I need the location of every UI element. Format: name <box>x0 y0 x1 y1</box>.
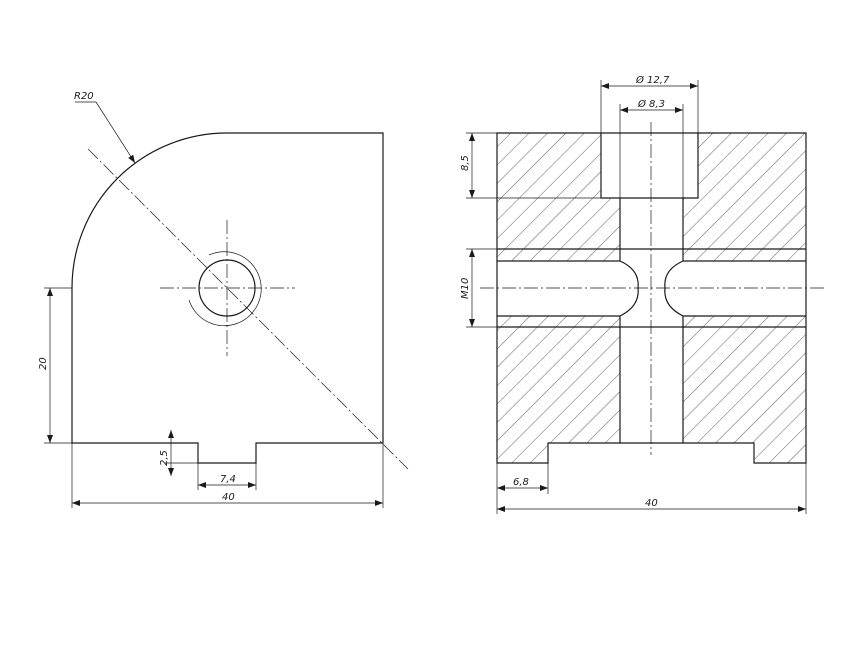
hatch-top-right-a <box>698 133 806 249</box>
cross-bore-left <box>497 260 639 317</box>
front-outline <box>71 132 384 464</box>
cross-bore-right <box>664 260 806 317</box>
counterbore-diameter-label: Ø 12,7 <box>635 74 670 86</box>
height-dimension-label: 20 <box>38 357 49 370</box>
section-outline <box>496 132 807 464</box>
section-width-label: 40 <box>645 498 658 509</box>
hatch-top-left-a <box>497 133 601 249</box>
hatch-top-right-b <box>683 198 698 249</box>
radius-dimension-label: R20 <box>74 91 94 102</box>
hole-diameter-label: Ø 8,3 <box>637 98 665 110</box>
hatch-thread-top-right <box>683 249 806 261</box>
hatch-thread-bottom-left <box>497 316 620 327</box>
hatch-bottom-left <box>497 327 620 463</box>
counterbore-depth-label: 8,5 <box>460 155 471 171</box>
diagonal-centerline <box>87 148 409 470</box>
slot-depth-label: 2,5 <box>159 450 170 466</box>
hatch-top-left-b <box>601 198 620 249</box>
hatch-thread-top-left <box>497 249 620 261</box>
radius-leader <box>95 101 136 164</box>
foot-width-label: 6,8 <box>513 477 529 488</box>
hatch-bottom-right <box>683 327 806 463</box>
width-dimension-label: 40 <box>222 492 235 503</box>
slot-width-label: 7,4 <box>220 474 236 485</box>
section-view: Ø 12,7 Ø 8,3 8,5 M10 6,8 40 <box>460 74 825 514</box>
front-view: R20 20 2,5 7,4 40 <box>38 91 409 508</box>
hatch-thread-bottom-right <box>683 316 806 327</box>
thread-label: M10 <box>460 278 471 299</box>
counterbore-outline <box>600 133 699 199</box>
thread-circle <box>188 251 262 327</box>
